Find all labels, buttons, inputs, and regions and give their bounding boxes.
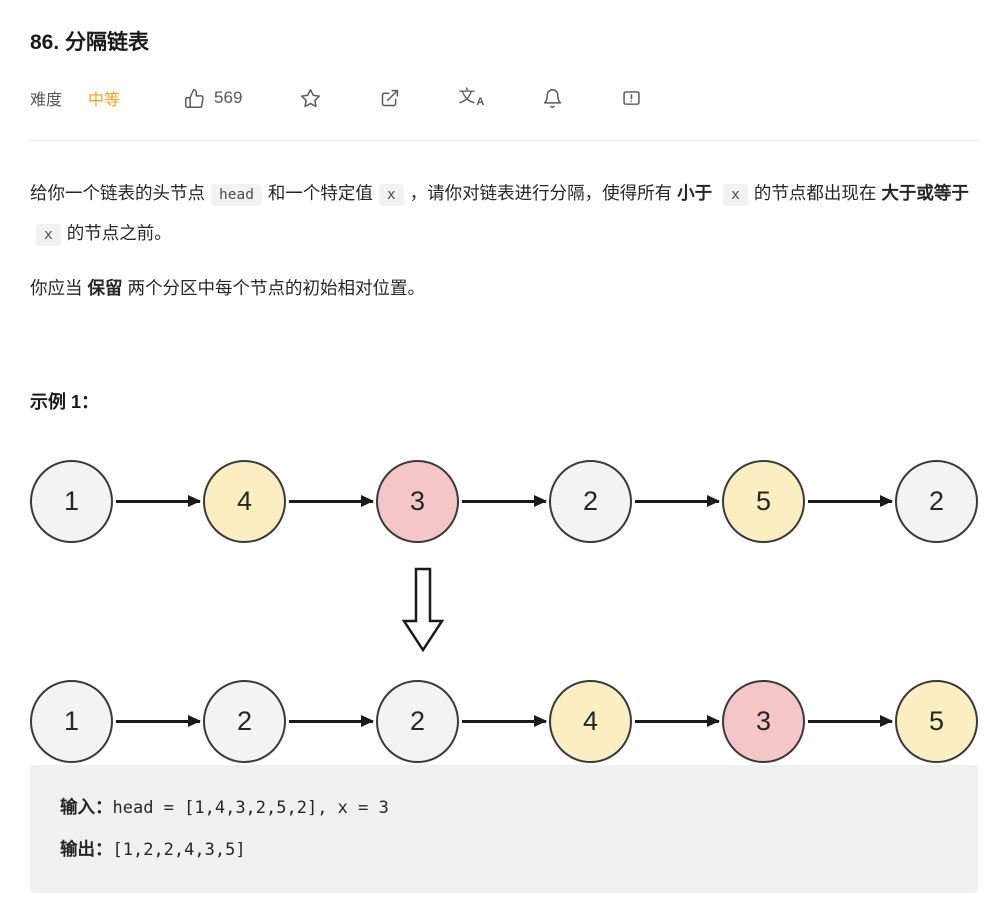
- example-input-line: 输入：head = [1,4,3,2,5,2], x = 3: [60, 787, 948, 829]
- difficulty-badge: 中等: [88, 92, 121, 109]
- output-label: 输出：: [60, 838, 113, 859]
- like-count: 569: [214, 88, 243, 107]
- translate-button[interactable]: 文 A: [458, 88, 484, 108]
- share-button[interactable]: [379, 88, 400, 109]
- example-io-block: 输入：head = [1,4,3,2,5,2], x = 3 输出：[1,2,2…: [30, 764, 978, 893]
- input-label: 输入：: [60, 796, 113, 817]
- arrow-right-icon: [462, 720, 546, 723]
- difficulty-label: 难度: [30, 92, 63, 109]
- arrow-right-icon: [289, 720, 373, 723]
- bold-greater-equal: 大于或等于: [881, 183, 969, 203]
- arrow-right-icon: [808, 500, 892, 503]
- like-button[interactable]: 569: [184, 88, 242, 109]
- list-node: 3: [722, 679, 805, 763]
- list-node: 1: [30, 459, 113, 543]
- translate-icon: 文 A: [458, 87, 485, 108]
- text-segment: 给你一个链表的头节点: [30, 183, 205, 203]
- arrow-right-icon: [635, 720, 719, 723]
- list-node: 5: [722, 459, 805, 543]
- list-node: 5: [895, 679, 978, 763]
- inline-code-x: x: [378, 184, 404, 206]
- list-node: 1: [30, 679, 113, 763]
- arrow-right-icon: [116, 500, 200, 503]
- input-value: head = [1,4,3,2,5,2], x = 3: [112, 797, 389, 818]
- list-node: 3: [376, 459, 459, 543]
- list-node: 4: [549, 679, 632, 763]
- description-paragraph-2: 你应当保留两个分区中每个节点的初始相对位置。: [30, 268, 978, 308]
- inline-code-head: head: [211, 184, 262, 206]
- share-icon: [382, 89, 399, 106]
- bold-less-than: 小于: [677, 183, 713, 203]
- inline-code-x: x: [36, 224, 61, 247]
- example-heading: 示例 1：: [30, 391, 100, 412]
- text-segment: ，请你对链表进行分隔，使得所有: [409, 183, 673, 203]
- problem-title: 86. 分隔链表: [30, 31, 150, 54]
- text-segment: 两个分区中每个节点的初始相对位置。: [127, 277, 426, 298]
- text-segment: 你应当: [30, 277, 83, 298]
- list-node: 2: [376, 679, 459, 763]
- text-segment: 和一个特定值: [267, 183, 373, 203]
- linked-list-after: 1 2 2 4 3 5: [30, 679, 978, 763]
- section-divider: [30, 140, 978, 141]
- text-segment: 的节点之前。: [66, 223, 172, 244]
- example-output-line: 输出：[1,2,2,4,3,5]: [60, 829, 948, 871]
- transform-arrow: [401, 567, 445, 658]
- down-arrow-icon: [401, 567, 445, 653]
- feedback-icon: [623, 90, 641, 105]
- bell-icon: [544, 88, 562, 108]
- arrow-right-icon: [289, 500, 373, 503]
- arrow-right-icon: [635, 500, 719, 503]
- output-value: [1,2,2,4,3,5]: [112, 839, 246, 860]
- star-icon: [301, 88, 321, 107]
- arrow-right-icon: [462, 500, 546, 503]
- bold-preserve: 保留: [87, 277, 123, 298]
- list-node: 2: [895, 459, 978, 543]
- linked-list-before: 1 4 3 2 5 2: [30, 459, 978, 543]
- list-node: 4: [203, 459, 286, 543]
- meta-row: 难度 中等 569 文 A: [30, 86, 978, 110]
- arrow-right-icon: [808, 720, 892, 723]
- arrow-right-icon: [116, 720, 200, 723]
- text-segment: 的节点都出现在: [753, 183, 877, 203]
- example-diagram: 1 4 3 2 5 2 1 2 2 4 3: [30, 459, 978, 763]
- inline-code-x: x: [723, 184, 748, 206]
- feedback-button[interactable]: [621, 88, 642, 109]
- list-node: 2: [549, 459, 632, 543]
- thumbs-up-icon: [185, 88, 204, 108]
- favorite-button[interactable]: [300, 88, 321, 109]
- list-node: 2: [203, 679, 286, 763]
- subscribe-button[interactable]: [542, 88, 563, 109]
